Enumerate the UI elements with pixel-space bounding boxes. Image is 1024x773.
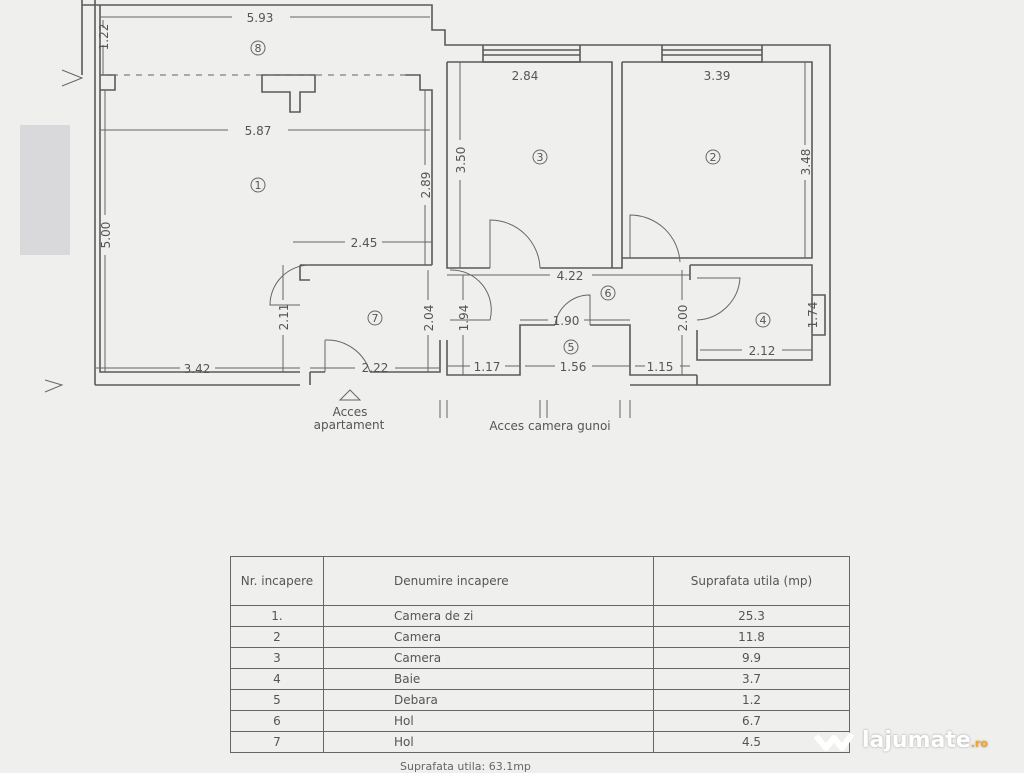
cell-area: 4.5 bbox=[653, 731, 850, 753]
cell-nr: 6 bbox=[230, 710, 324, 732]
room-markers: 8 1 2 3 4 5 6 7 bbox=[250, 40, 771, 355]
dim-label: 2.11 bbox=[277, 304, 291, 331]
dim-label: 4.22 bbox=[557, 269, 584, 283]
dim-label: 2.22 bbox=[362, 361, 389, 375]
dim-label: 2.00 bbox=[676, 305, 690, 332]
access-apartment-label: apartament bbox=[314, 418, 385, 432]
walls bbox=[44, 0, 831, 418]
dim-label: 1.15 bbox=[647, 360, 674, 374]
total-area: Suprafata utila: 63.1mp bbox=[400, 760, 531, 773]
dimension-labels: 5.93 1.22 5.87 5.00 2.89 2.45 3.42 2.84 … bbox=[97, 11, 820, 433]
dim-label: 3.48 bbox=[799, 149, 813, 176]
room-marker-5: 5 bbox=[568, 341, 575, 354]
dim-label: 5.93 bbox=[247, 11, 274, 25]
cell-name: Hol bbox=[323, 731, 654, 753]
cell-area: 1.2 bbox=[653, 689, 850, 711]
watermark-brand: lajumate.ro bbox=[862, 727, 988, 753]
dim-label: 3.42 bbox=[184, 362, 211, 376]
room-area-table: Nr. incapere Denumire incapere Suprafata… bbox=[230, 556, 850, 753]
cell-nr: 7 bbox=[230, 731, 324, 753]
header-nr: Nr. incapere bbox=[230, 556, 324, 606]
cell-name: Debara bbox=[323, 689, 654, 711]
dim-label: 1.17 bbox=[474, 360, 501, 374]
cell-area: 25.3 bbox=[653, 605, 850, 627]
header-area: Suprafata utila (mp) bbox=[653, 556, 850, 606]
room-marker-2: 2 bbox=[710, 151, 717, 164]
room-marker-6: 6 bbox=[605, 287, 612, 300]
cell-nr: 3 bbox=[230, 647, 324, 669]
dim-label: 2.84 bbox=[512, 69, 539, 83]
dim-label: 1.74 bbox=[806, 302, 820, 329]
floor-plan: 8 1 2 3 4 5 6 7 5.93 1.22 5.87 5.00 2.89… bbox=[44, 0, 831, 433]
dim-label: 1.56 bbox=[560, 360, 587, 374]
room-marker-3: 3 bbox=[537, 151, 544, 164]
dim-label: 5.87 bbox=[245, 124, 272, 138]
cell-nr: 1. bbox=[230, 605, 324, 627]
dim-label: 5.00 bbox=[99, 222, 113, 249]
cell-name: Baie bbox=[323, 668, 654, 690]
room-marker-8: 8 bbox=[255, 42, 262, 55]
dim-label: 2.45 bbox=[351, 236, 378, 250]
blurred-patch bbox=[20, 125, 70, 255]
cell-nr: 2 bbox=[230, 626, 324, 648]
cell-area: 9.9 bbox=[653, 647, 850, 669]
room-marker-7: 7 bbox=[372, 312, 379, 325]
watermark: lajumate.ro bbox=[812, 724, 988, 756]
cell-name: Camera bbox=[323, 647, 654, 669]
header-name: Denumire incapere bbox=[323, 556, 654, 606]
access-garbage-label: Acces camera gunoi bbox=[489, 419, 610, 433]
cell-nr: 5 bbox=[230, 689, 324, 711]
dim-label: 1.90 bbox=[553, 314, 580, 328]
dim-label: 2.04 bbox=[422, 305, 436, 332]
cell-area: 11.8 bbox=[653, 626, 850, 648]
dim-label: 1.22 bbox=[97, 24, 111, 51]
cell-name: Camera bbox=[323, 626, 654, 648]
lajumate-logo-icon bbox=[813, 732, 855, 751]
cell-area: 3.7 bbox=[653, 668, 850, 690]
room-marker-1: 1 bbox=[255, 179, 262, 192]
cell-nr: 4 bbox=[230, 668, 324, 690]
dim-label: 2.89 bbox=[419, 172, 433, 199]
dim-label: 3.39 bbox=[704, 69, 731, 83]
dim-label: 2.12 bbox=[749, 344, 776, 358]
access-apartment-label: Acces bbox=[333, 405, 368, 419]
room-marker-4: 4 bbox=[760, 314, 767, 327]
cell-name: Hol bbox=[323, 710, 654, 732]
table-header: Nr. incapere Denumire incapere Suprafata… bbox=[230, 556, 850, 606]
cell-name: Camera de zi bbox=[323, 605, 654, 627]
dim-label: 3.50 bbox=[454, 147, 468, 174]
dim-label: 1.94 bbox=[457, 305, 471, 332]
